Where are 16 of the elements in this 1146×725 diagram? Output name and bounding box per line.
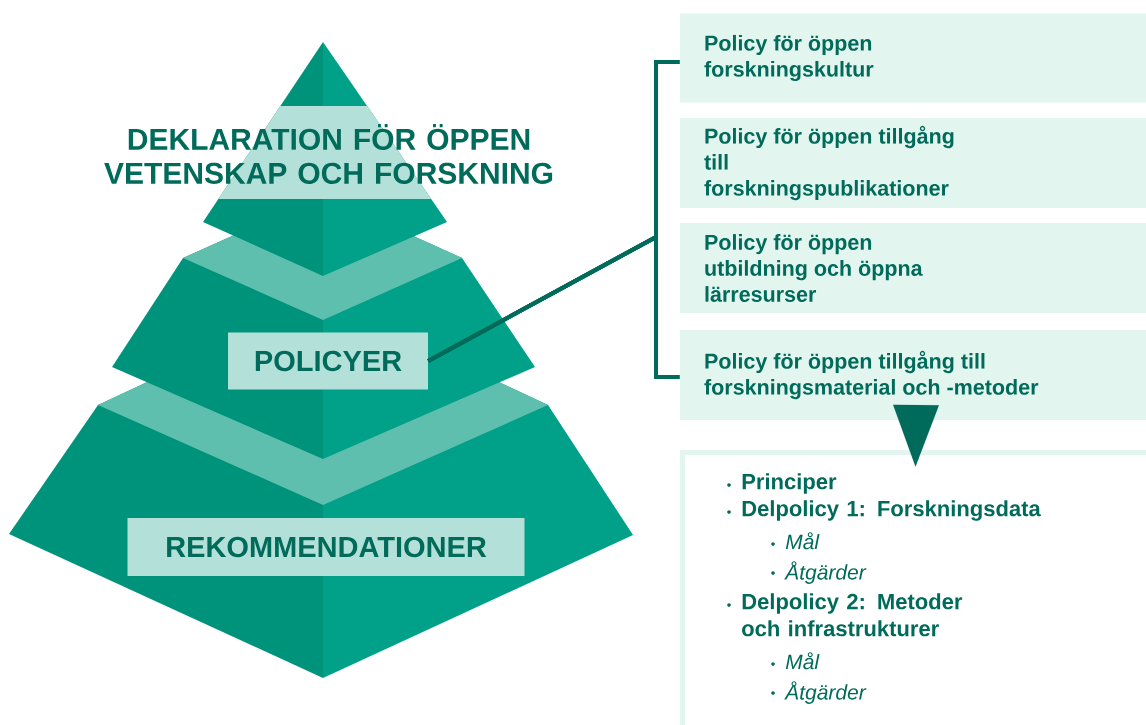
list-item: Delpolicy 2: Metoder och infrastrukturer xyxy=(742,593,963,637)
list-item: Principer xyxy=(742,473,837,494)
list-item: Åtgärder xyxy=(784,561,867,584)
label-box: POLICYER xyxy=(228,332,428,390)
list-item: Delpolicy 1: Forskningsdata xyxy=(742,500,1041,521)
policy-box: Policy för öppen tillgång till forskningsmaterial och -metoder xyxy=(680,330,1146,420)
arrow xyxy=(893,404,939,467)
list-item: Mål xyxy=(785,652,820,670)
policy-box: Policy för öppen utbildning och öppna lärresurser xyxy=(680,223,1146,313)
policy-box: Policy för öppen forskningskultur xyxy=(680,13,1146,103)
pyramid-title: DEKLARATION FÖR ÖPPEN VETENSKAP OCH FORSKNING xyxy=(104,124,553,184)
label-box: REKOMMENDATIONER xyxy=(127,518,525,576)
bracket-connector xyxy=(427,233,680,379)
policy-box: Policy för öppen tillgång till forskningspublikationer xyxy=(680,118,1146,208)
list-item: Åtgärder xyxy=(784,681,867,704)
list-item: Mål xyxy=(785,532,820,550)
